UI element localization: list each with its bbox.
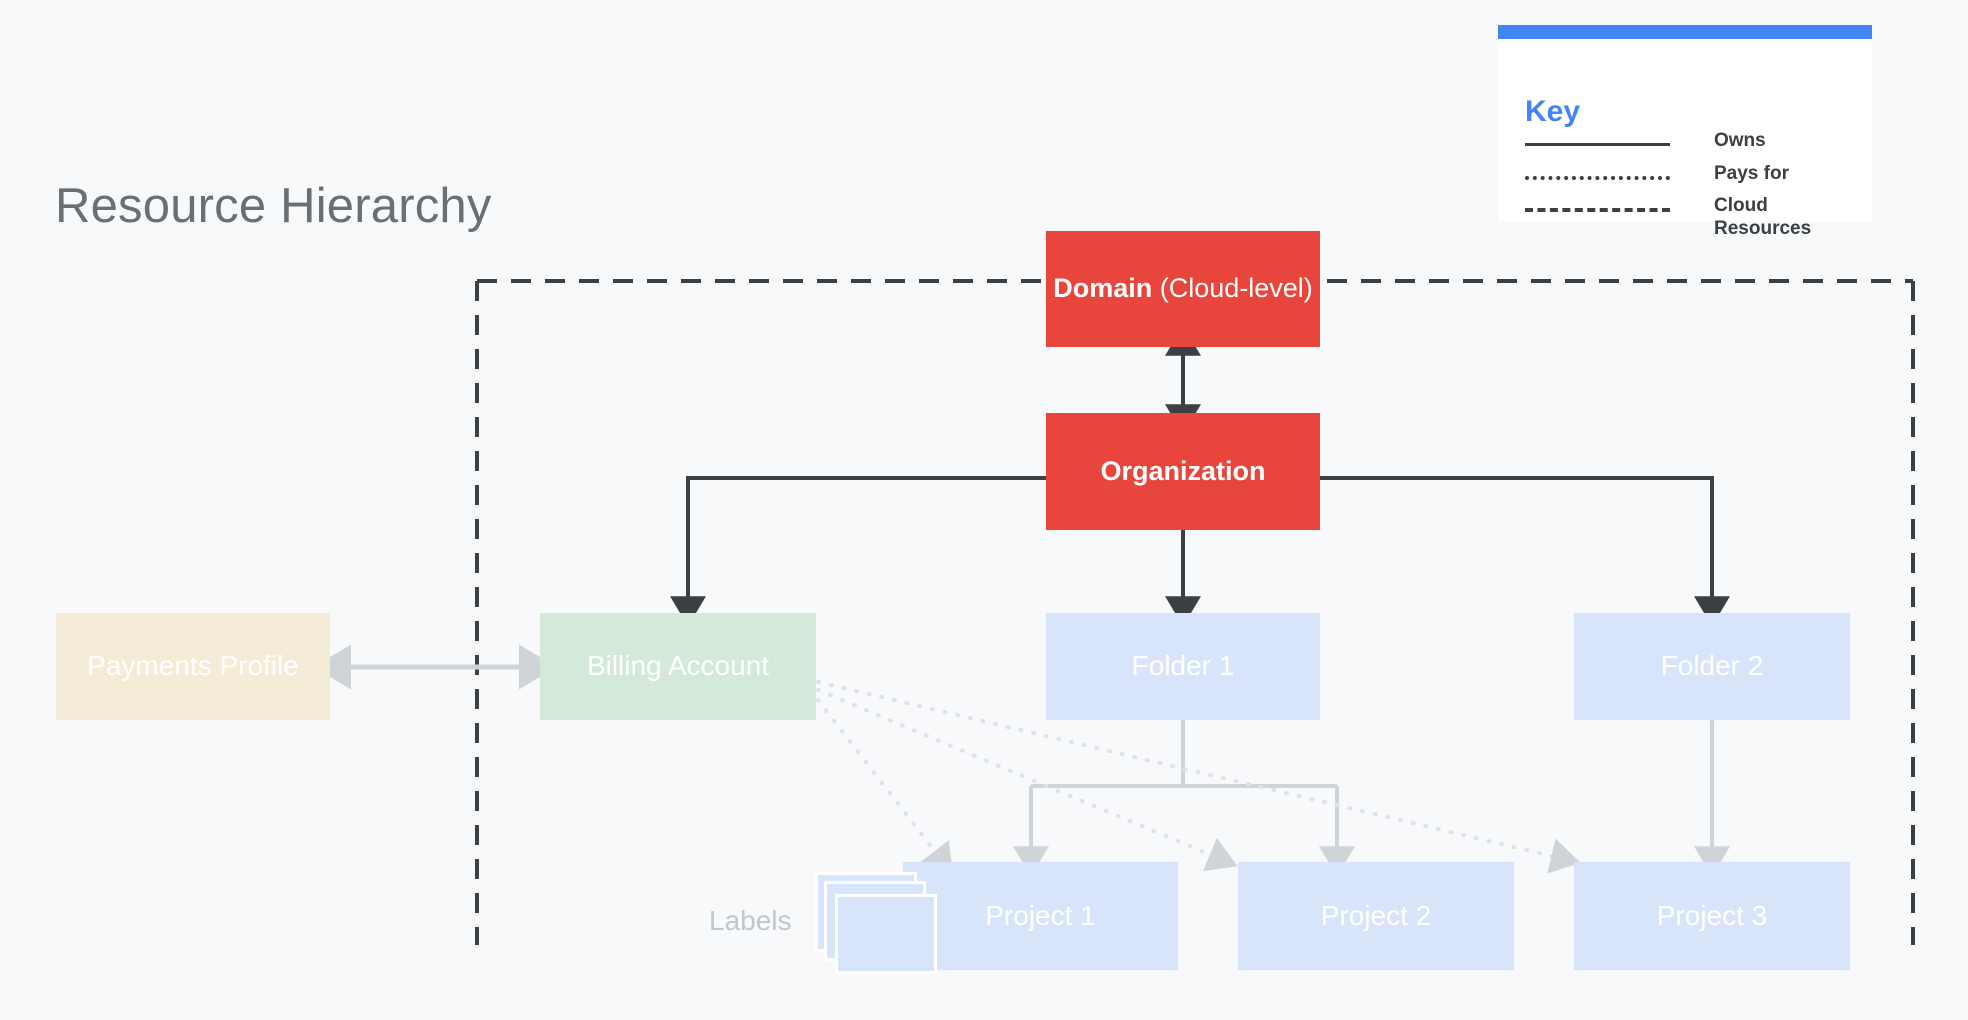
node-folder-1-label: Folder 1: [1131, 650, 1235, 682]
labels-card-front: [835, 894, 937, 974]
node-project-1[interactable]: Project 1: [903, 862, 1178, 970]
labels-card-stack[interactable]: [815, 872, 945, 977]
edge-organization-billing-account: [670, 476, 1046, 627]
node-billing-account-label: Billing Account: [586, 650, 770, 682]
key-row-pays-for: Pays for: [1525, 162, 1864, 185]
labels-caption: Labels: [709, 905, 792, 936]
key-row-owns: Owns: [1525, 129, 1864, 152]
node-domain-label: Domain (Cloud-level): [1053, 273, 1313, 304]
page-title: Resource Hierarchy: [55, 179, 492, 233]
key-row-cloud-resources: Cloud Resources: [1525, 194, 1864, 240]
key-sample-solid-line-icon: [1525, 143, 1670, 146]
node-project-1-label: Project 1: [985, 899, 1096, 931]
node-payments-profile[interactable]: Payments Profile: [56, 613, 330, 720]
key-legend: Key Owns Pays for Cloud Resources: [1498, 25, 1872, 239]
node-project-2[interactable]: Project 2: [1238, 862, 1514, 970]
key-sample-dashed-line-icon: [1525, 208, 1670, 212]
key-sample-dotted-line-icon: [1525, 176, 1670, 180]
node-project-2-label: Project 2: [1320, 899, 1432, 931]
node-payments-profile-label: Payments Profile: [87, 650, 299, 682]
node-billing-account[interactable]: Billing Account: [540, 613, 816, 720]
key-label-pays-for: Pays for: [1714, 163, 1789, 184]
node-folder-2[interactable]: Folder 2: [1574, 613, 1850, 720]
edge-organization-folder-2: [1320, 476, 1730, 627]
node-domain[interactable]: Domain (Cloud-level): [1046, 231, 1320, 347]
edge-billing-account-project-1: [816, 698, 953, 875]
node-folder-2-label: Folder 2: [1660, 650, 1764, 682]
node-folder-1[interactable]: Folder 1: [1046, 613, 1320, 720]
node-project-3-label: Project 3: [1656, 899, 1768, 931]
node-organization-label: Organization: [1100, 455, 1266, 486]
node-domain-label-rest: (Cloud-level): [1152, 273, 1313, 304]
key-label-owns: Owns: [1714, 130, 1766, 151]
node-project-3[interactable]: Project 3: [1574, 862, 1850, 970]
key-label-cloud-resources: Cloud Resources: [1714, 195, 1812, 240]
key-accent-bar: [1498, 25, 1872, 39]
key-title: Key: [1525, 95, 1581, 128]
node-organization[interactable]: Organization: [1046, 413, 1320, 530]
node-domain-label-bold: Domain: [1053, 273, 1153, 304]
